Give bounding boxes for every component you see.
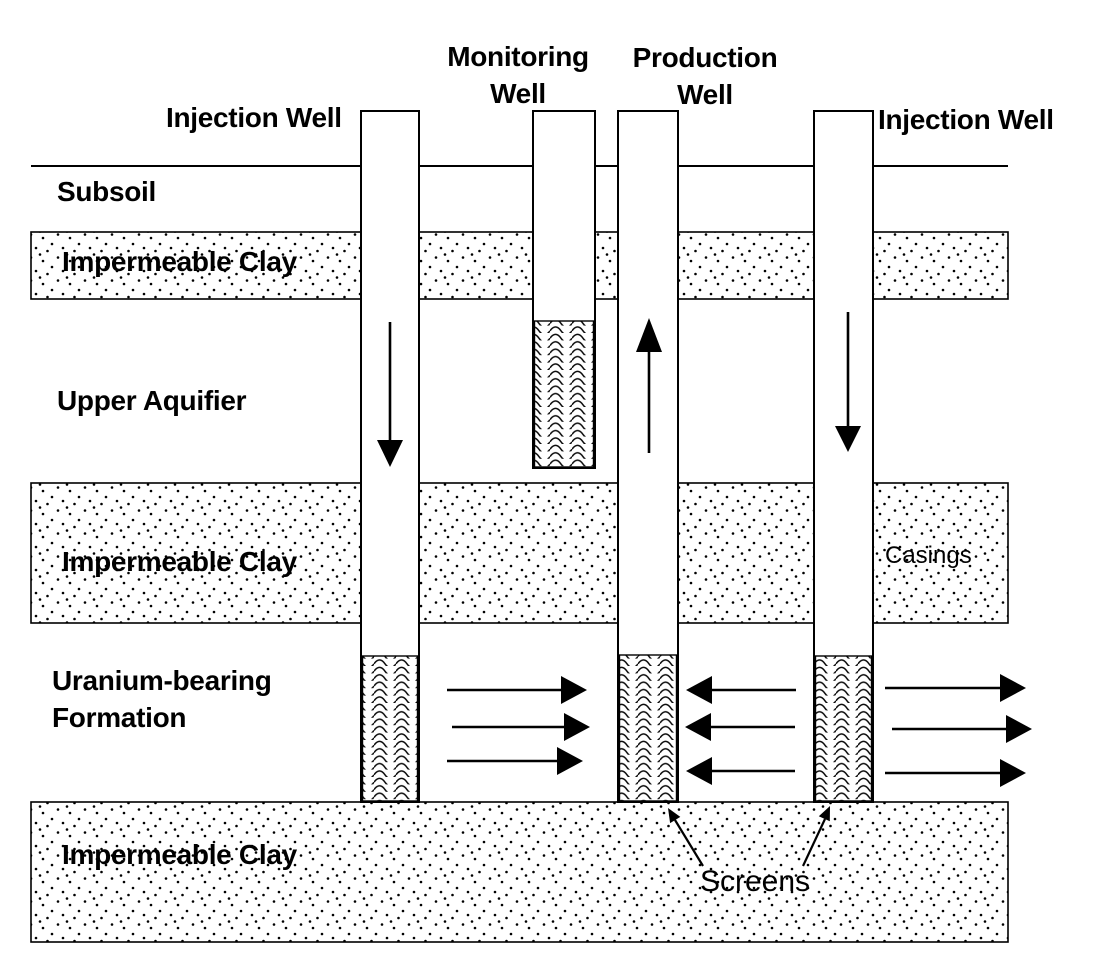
casings-label: Casings [885,542,972,569]
formation-flow-outer-arrow-3 [885,759,1026,787]
injection-left-downflow-arrow [377,322,403,467]
uranium-formation-label: Uranium-bearing Formation [52,662,272,736]
screens-pointer-arrow-left [668,808,704,867]
formation-flow-outer-arrow-1 [885,674,1026,702]
clay-band-bottom [30,801,1009,943]
clay-bottom-label: Impermeable Clay [62,839,297,870]
screens-pointer-arrow-right [802,806,830,867]
uranium-formation-label-line1: Uranium-bearing [52,665,272,696]
production-upflow-arrow [636,318,662,453]
injection-well-right-screen [814,655,873,802]
injection-well-right-label: Injection Well [878,104,1054,135]
monitoring-well-label: Monitoring Well [432,38,604,112]
formation-flow-left-arrow-2 [685,713,795,741]
injection-right-downflow-arrow [835,312,861,452]
production-well-label: Production Well [619,39,791,113]
formation-flow-right-arrow-1 [447,676,587,704]
production-well-screen [618,654,678,802]
monitoring-well-label-line1: Monitoring [447,41,589,72]
upper-aquifer-label: Upper Aquifier [57,385,247,416]
injection-well-left-label: Injection Well [166,102,342,133]
formation-flow-outer-arrow-2 [892,715,1032,743]
clay-upper-label: Impermeable Clay [62,246,297,277]
formation-flow-right-arrow-3 [447,747,583,775]
monitoring-well-screen [533,320,595,468]
clay-middle-label: Impermeable Clay [62,546,297,577]
formation-flow-right-arrow-2 [452,713,590,741]
formation-flow-left-arrow-3 [686,757,795,785]
screens-label: Screens [700,865,811,898]
subsoil-label: Subsoil [57,176,157,207]
production-well-label-line1: Production [632,42,778,73]
monitoring-well-label-line2: Well [490,78,546,109]
formation-flow-left-arrow-1 [686,676,796,704]
uranium-formation-label-line2: Formation [52,702,187,733]
production-well-label-line2: Well [677,79,733,110]
injection-well-left-screen [361,655,419,802]
